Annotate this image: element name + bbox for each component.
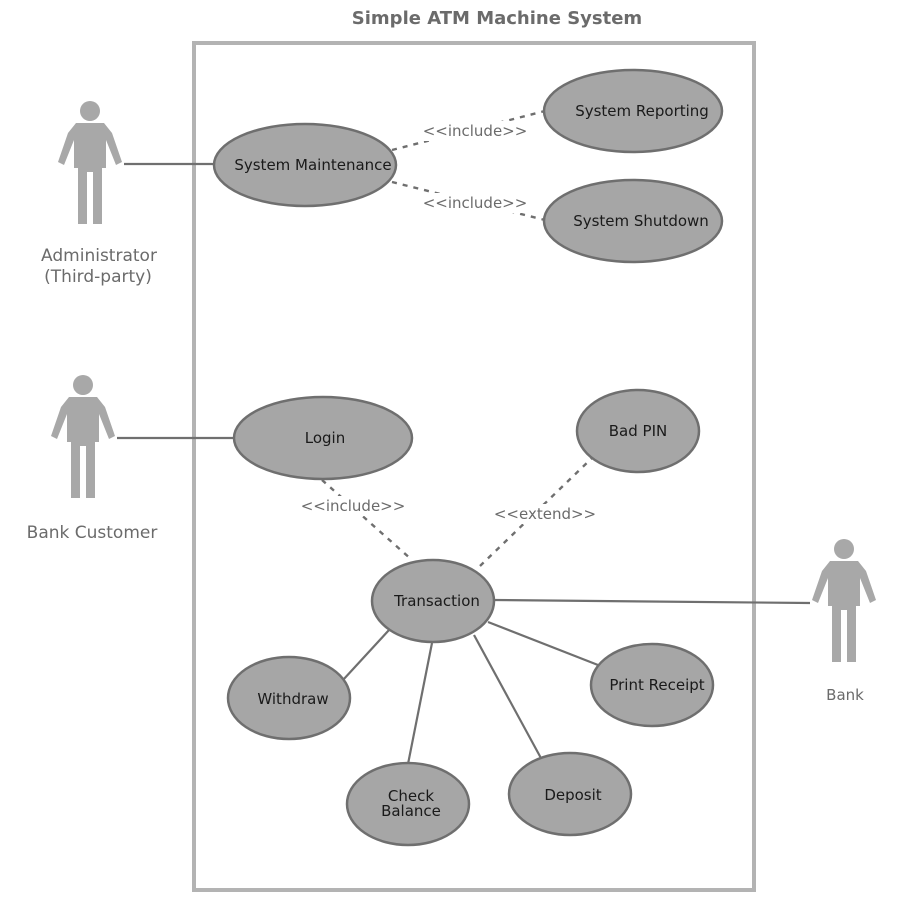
assoc-transaction-deposit xyxy=(473,634,543,761)
label-include-login: <<include>> xyxy=(298,496,408,516)
assoc-transaction-bank xyxy=(493,598,811,605)
actor-bank-customer-label: Bank Customer xyxy=(27,523,158,543)
svg-text:Print Receipt: Print Receipt xyxy=(609,676,704,694)
assoc-transaction-checkbalance xyxy=(406,642,434,765)
diagram-title: Simple ATM Machine System xyxy=(352,8,642,29)
usecase-bad-pin[interactable]: Bad PIN xyxy=(575,388,701,474)
person-icon xyxy=(812,539,876,662)
assoc-transaction-printreceipt xyxy=(487,620,599,667)
svg-text:<<include>>: <<include>> xyxy=(301,497,406,515)
label-include-reporting: <<include>> xyxy=(418,121,532,141)
assoc-transaction-withdraw xyxy=(342,629,390,681)
label-extend-badpin: <<extend>> xyxy=(488,504,602,524)
label-include-shutdown: <<include>> xyxy=(418,193,532,213)
svg-text:Deposit: Deposit xyxy=(544,786,601,804)
actor-administrator-sublabel: (Third-party) xyxy=(44,267,152,287)
svg-text:Transaction: Transaction xyxy=(393,592,480,610)
svg-text:<<extend>>: <<extend>> xyxy=(494,505,596,523)
usecase-login[interactable]: Login xyxy=(232,395,414,481)
svg-text:Withdraw: Withdraw xyxy=(257,690,328,708)
svg-text:<<include>>: <<include>> xyxy=(423,194,528,212)
include-line-login xyxy=(321,479,413,561)
svg-text:Balance: Balance xyxy=(381,802,441,820)
svg-text:Bad PIN: Bad PIN xyxy=(609,422,667,440)
svg-text:System Maintenance: System Maintenance xyxy=(234,156,391,174)
svg-text:System Reporting: System Reporting xyxy=(575,102,709,120)
system-boundary xyxy=(192,41,756,892)
usecase-transaction[interactable]: Transaction xyxy=(370,558,496,644)
actor-bank[interactable] xyxy=(812,539,876,662)
usecase-withdraw[interactable]: Withdraw xyxy=(226,655,352,741)
usecase-check-balance[interactable]: Check Balance xyxy=(345,761,471,847)
actor-administrator[interactable] xyxy=(58,101,122,224)
usecase-deposit[interactable]: Deposit xyxy=(507,751,633,837)
svg-text:Login: Login xyxy=(305,429,345,447)
usecase-system-shutdown[interactable]: System Shutdown xyxy=(542,178,724,264)
usecase-system-reporting[interactable]: System Reporting xyxy=(542,68,724,154)
actor-bank-label: Bank xyxy=(826,686,864,704)
actor-administrator-label: Administrator xyxy=(41,246,157,266)
usecase-system-maintenance[interactable]: System Maintenance xyxy=(212,122,398,208)
svg-text:<<include>>: <<include>> xyxy=(423,122,528,140)
svg-text:Check: Check xyxy=(388,787,434,805)
person-icon xyxy=(51,375,115,498)
actor-bank-customer[interactable] xyxy=(51,375,115,498)
person-icon xyxy=(58,101,122,224)
svg-text:System Shutdown: System Shutdown xyxy=(573,212,709,230)
usecase-print-receipt[interactable]: Print Receipt xyxy=(589,642,715,728)
